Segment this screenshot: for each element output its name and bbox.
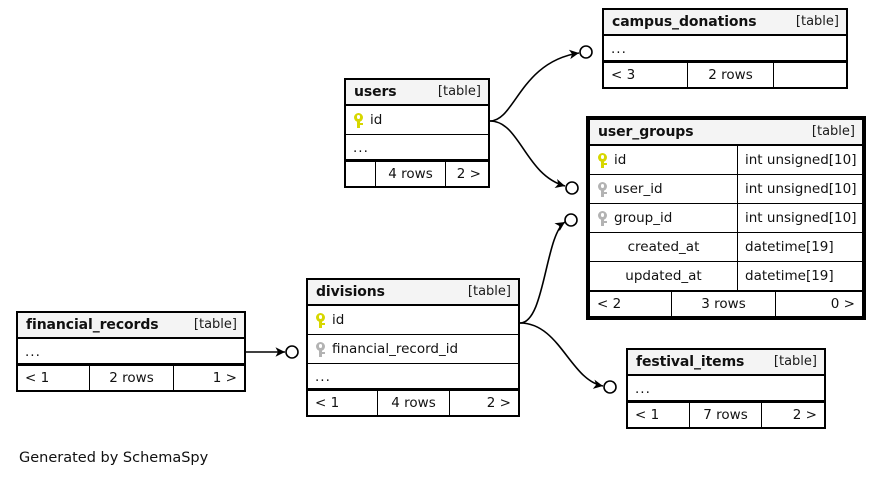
foreign-key-icon bbox=[598, 181, 607, 197]
edge-divisions-user_groups-group_id bbox=[519, 213, 578, 324]
table-footer-divisions: < 1 4 rows 2 > bbox=[308, 390, 518, 415]
table-row: id int unsigned[10] bbox=[590, 146, 862, 175]
column-cell: id bbox=[308, 306, 518, 334]
column-cell: updated_at bbox=[590, 262, 738, 290]
column-type: int unsigned[10] bbox=[745, 181, 857, 197]
table-row: id bbox=[346, 106, 488, 135]
table-row: user_id int unsigned[10] bbox=[590, 175, 862, 204]
table-title: users bbox=[354, 83, 397, 100]
footer-row-count: 4 rows bbox=[376, 162, 446, 186]
table-node-festival_items[interactable]: festival_items [table] ... < 1 7 rows 2 … bbox=[626, 348, 826, 429]
table-header-festival_items: festival_items [table] bbox=[628, 350, 824, 376]
column-type: datetime[19] bbox=[745, 268, 834, 284]
table-title: festival_items bbox=[636, 353, 745, 370]
table-row: ... bbox=[628, 376, 824, 402]
primary-key-icon bbox=[354, 112, 363, 128]
table-footer-user_groups: < 2 3 rows 0 > bbox=[590, 291, 862, 316]
edge-users-user_groups-user_id bbox=[489, 120, 579, 195]
table-footer-users: 4 rows 2 > bbox=[346, 161, 488, 186]
footer-children-count: 1 > bbox=[212, 370, 237, 386]
table-header-users: users [table] bbox=[346, 80, 488, 106]
column-name: id bbox=[370, 112, 383, 128]
footer-row-count: 3 rows bbox=[672, 292, 776, 316]
table-footer-financial_records: < 1 2 rows 1 > bbox=[18, 365, 244, 390]
column-cell: created_at bbox=[590, 233, 738, 261]
column-name: id bbox=[614, 152, 627, 168]
footer-parents-count: < 1 bbox=[628, 403, 690, 427]
table-row: financial_record_id bbox=[308, 335, 518, 364]
footer-parents-count: < 2 bbox=[590, 292, 672, 316]
table-header-user_groups: user_groups [table] bbox=[590, 120, 862, 146]
table-kind-label: [table] bbox=[437, 84, 481, 99]
table-row: ... bbox=[18, 339, 244, 365]
table-kind-label: [table] bbox=[811, 124, 855, 139]
column-type: datetime[19] bbox=[745, 239, 834, 255]
column-cell: user_id bbox=[590, 175, 738, 203]
table-title: divisions bbox=[316, 283, 385, 300]
generated-by-caption: Generated by SchemaSpy bbox=[19, 450, 209, 466]
column-name: ... bbox=[353, 139, 369, 156]
edge-users-campus_donations bbox=[489, 45, 593, 122]
footer-parents-count: < 1 bbox=[308, 391, 378, 415]
footer-row-count: 7 rows bbox=[690, 403, 762, 427]
footer-children-count: 2 > bbox=[456, 166, 481, 182]
footer-row-count: 4 rows bbox=[378, 391, 450, 415]
footer-row-count: 2 rows bbox=[90, 366, 174, 390]
column-name: ... bbox=[25, 343, 41, 360]
table-footer-campus_donations: < 3 2 rows bbox=[604, 62, 846, 87]
footer-children-count: 0 > bbox=[830, 296, 855, 312]
table-kind-label: [table] bbox=[773, 354, 817, 369]
footer-children-count: 2 > bbox=[792, 407, 817, 423]
primary-key-icon bbox=[316, 312, 325, 328]
table-kind-label: [table] bbox=[795, 14, 839, 29]
table-node-campus_donations[interactable]: campus_donations [table] ... < 3 2 rows bbox=[602, 8, 848, 89]
footer-parents-count: < 3 bbox=[604, 63, 688, 87]
column-cell: group_id bbox=[590, 204, 738, 232]
edge-divisions-festival_items bbox=[519, 322, 617, 394]
column-name: ... bbox=[315, 368, 331, 385]
table-row: group_id int unsigned[10] bbox=[590, 204, 862, 233]
table-header-divisions: divisions [table] bbox=[308, 280, 518, 306]
column-name: group_id bbox=[614, 210, 673, 226]
column-name: financial_record_id bbox=[332, 341, 459, 357]
column-type: int unsigned[10] bbox=[745, 210, 857, 226]
footer-row-count: 2 rows bbox=[688, 63, 774, 87]
table-kind-label: [table] bbox=[467, 284, 511, 299]
table-footer-festival_items: < 1 7 rows 2 > bbox=[628, 402, 824, 427]
column-cell: financial_record_id bbox=[308, 335, 518, 363]
table-title: financial_records bbox=[26, 316, 159, 333]
table-row: ... bbox=[346, 135, 488, 161]
footer-parents-count: < 1 bbox=[18, 366, 90, 390]
table-header-financial_records: financial_records [table] bbox=[18, 313, 244, 339]
column-cell: id bbox=[346, 106, 488, 134]
column-name: id bbox=[332, 312, 345, 328]
column-name: ... bbox=[611, 40, 627, 57]
column-name: ... bbox=[635, 380, 651, 397]
footer-parents-count bbox=[346, 162, 376, 186]
column-cell: id bbox=[590, 146, 738, 174]
column-name: user_id bbox=[614, 181, 663, 197]
primary-key-icon bbox=[598, 152, 607, 168]
table-node-financial_records[interactable]: financial_records [table] ... < 1 2 rows… bbox=[16, 311, 246, 392]
column-name: updated_at bbox=[625, 268, 702, 284]
footer-children-count bbox=[774, 63, 846, 87]
table-row: ... bbox=[308, 364, 518, 390]
table-node-user_groups[interactable]: user_groups [table] id int unsigned[10] … bbox=[586, 116, 866, 320]
table-row: id bbox=[308, 306, 518, 335]
table-node-divisions[interactable]: divisions [table] id financial_record_id… bbox=[306, 278, 520, 417]
foreign-key-icon bbox=[598, 210, 607, 226]
column-name: created_at bbox=[627, 239, 700, 255]
table-kind-label: [table] bbox=[193, 317, 237, 332]
table-row: ... bbox=[604, 36, 846, 62]
table-row: created_at datetime[19] bbox=[590, 233, 862, 262]
footer-children-count: 2 > bbox=[486, 395, 511, 411]
table-title: campus_donations bbox=[612, 13, 757, 30]
column-type: int unsigned[10] bbox=[745, 152, 857, 168]
table-row: updated_at datetime[19] bbox=[590, 262, 862, 291]
table-header-campus_donations: campus_donations [table] bbox=[604, 10, 846, 36]
edge-financial_records-divisions bbox=[246, 345, 299, 359]
foreign-key-icon bbox=[316, 341, 325, 357]
table-node-users[interactable]: users [table] id ... 4 rows 2 > bbox=[344, 78, 490, 188]
table-title: user_groups bbox=[598, 123, 694, 140]
